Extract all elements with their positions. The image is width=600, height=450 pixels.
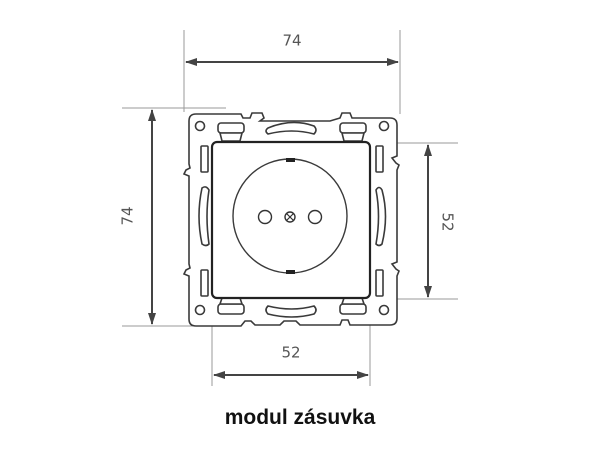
top-width-label: 74: [282, 31, 302, 50]
left-height-label: 74: [118, 206, 137, 226]
center-screw-icon: [284, 211, 296, 223]
corner-hole-bl: [194, 304, 206, 316]
corner-hole-tl: [194, 120, 206, 132]
earth-contact-top: [286, 158, 295, 162]
right-height-label: 52: [438, 212, 457, 232]
earth-contact-bottom: [286, 270, 295, 274]
pin-hole-left: [257, 209, 273, 225]
bottom-width-label: 52: [281, 343, 301, 362]
diagram-caption: modul zásuvka: [224, 406, 376, 429]
corner-hole-br: [378, 304, 390, 316]
dimension-lines: [148, 58, 432, 379]
pin-hole-right: [307, 209, 323, 225]
socket-module: [210, 140, 372, 300]
corner-hole-tr: [378, 120, 390, 132]
